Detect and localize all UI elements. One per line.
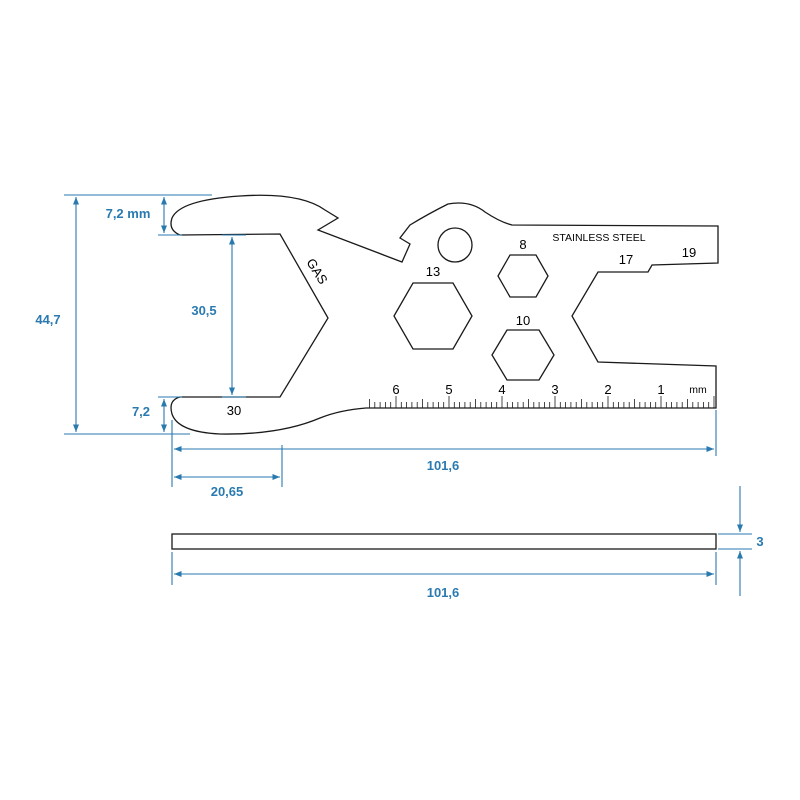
hex-10-label: 10 bbox=[516, 313, 530, 328]
ruler-number: 3 bbox=[551, 382, 558, 397]
ruler-number: 6 bbox=[392, 382, 399, 397]
ruler-number: 5 bbox=[445, 382, 452, 397]
stainless-steel-label: STAINLESS STEEL bbox=[552, 232, 645, 244]
bottom-jaw-dimension: 7,2 bbox=[132, 404, 150, 419]
overall-length-dimension: 101,6 bbox=[427, 458, 460, 473]
top-jaw-dimension: 7,2 mm bbox=[106, 206, 151, 221]
jaw-depth-dimension: 20,65 bbox=[211, 484, 244, 499]
hex-8-label: 8 bbox=[519, 237, 526, 252]
slot-19-label: 19 bbox=[682, 245, 696, 260]
jaw-size-label: 30 bbox=[227, 403, 241, 418]
wrench-outline bbox=[170, 194, 719, 435]
slot-17-label: 17 bbox=[619, 252, 633, 267]
ruler-number: 2 bbox=[604, 382, 611, 397]
overall-height-dimension: 44,7 bbox=[35, 312, 60, 327]
side-view-plate bbox=[171, 533, 717, 550]
side-thickness-dimension: 3 bbox=[756, 534, 763, 549]
side-length-dimension: 101,6 bbox=[427, 585, 460, 600]
ruler-unit: mm bbox=[689, 384, 707, 396]
dimension-lines bbox=[64, 194, 717, 487]
wrench-body bbox=[170, 194, 719, 435]
ruler-number: 1 bbox=[657, 382, 664, 397]
side-dimension-lines bbox=[171, 486, 752, 596]
hole-circle bbox=[437, 227, 473, 263]
ruler-number: 4 bbox=[498, 382, 505, 397]
jaw-opening-dimension: 30,5 bbox=[191, 303, 216, 318]
ruler-ticks bbox=[369, 396, 715, 408]
hex-10 bbox=[491, 329, 555, 381]
hex-8 bbox=[497, 254, 549, 298]
hex-13-label: 13 bbox=[426, 264, 440, 279]
hex-13 bbox=[393, 282, 473, 350]
ruler-numbers: 6 5 4 3 2 1 bbox=[392, 382, 664, 397]
